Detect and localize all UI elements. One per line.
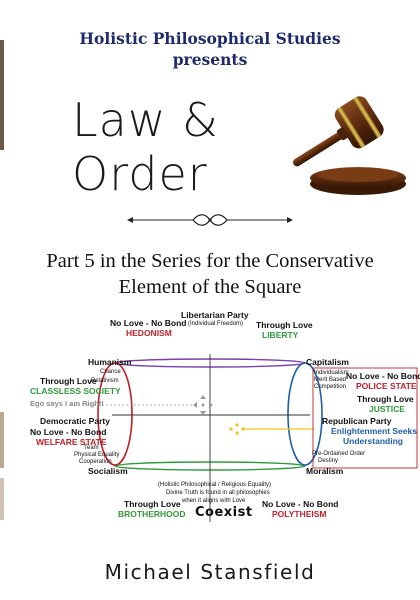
left-edge-image-strip <box>0 412 4 468</box>
socialism-label: Socialism <box>88 466 128 476</box>
publisher-presents: presents <box>172 50 248 69</box>
destiny-label: Destiny <box>318 458 339 464</box>
author-name: Michael Stansfield <box>104 560 316 584</box>
preordained-label: Pre-Ordained Order <box>312 451 366 457</box>
political-square-diagram: No Love - No Bond HEDONISM Libertarian P… <box>0 306 420 548</box>
left-edge-image-strip <box>0 478 4 520</box>
publisher-name: Holistic Philosophical Studies <box>79 29 341 48</box>
justice-label: JUSTICE <box>369 404 405 414</box>
holistic-equality-label: (Holistic Philosophical / Religious Equa… <box>158 482 272 488</box>
republican-party-label: Republican Party <box>322 416 392 426</box>
relativism-label: Relativism <box>91 378 119 384</box>
bottom-left-through-love-label: Through Love <box>124 499 181 509</box>
merit-based-label: Merit Based <box>314 377 347 383</box>
decorative-divider <box>127 214 293 226</box>
diagram-lines <box>70 354 418 522</box>
left-through-love-label: Through Love <box>40 376 97 386</box>
individualism-label: Individualism <box>314 370 349 376</box>
publisher-heading: Holistic Philosophical Studies presents <box>0 28 420 70</box>
democratic-party-label: Democratic Party <box>40 416 110 426</box>
team-label: Team <box>84 445 99 451</box>
book-subtitle: Part 5 in the Series for the Conservativ… <box>6 248 414 300</box>
humanism-label: Humanism <box>88 357 132 367</box>
understanding-label: Understanding <box>343 436 403 446</box>
competition-label: Competition <box>314 384 347 390</box>
welfare-no-love-label: No Love - No Bond <box>30 427 107 437</box>
moralism-label: Moralism <box>306 466 344 476</box>
brotherhood-label: BROTHERHOOD <box>118 509 186 519</box>
aligns-with-love-label: when it aligns with Love <box>182 498 246 504</box>
police-state-label: POLICE STATE <box>356 381 417 391</box>
libertarian-party-label: Libertarian Party <box>181 310 249 320</box>
liberty-label: LIBERTY <box>262 330 299 340</box>
cooperation-label: Cooperation <box>79 459 112 465</box>
hedonism-label: HEDONISM <box>126 328 172 338</box>
left-edge-image-strip <box>0 40 4 150</box>
police-no-love-label: No Love - No Bond <box>346 371 420 381</box>
polytheism-label: POLYTHEISM <box>272 509 327 519</box>
divine-truth-label: Divine Truth is found in all philosophie… <box>166 490 270 496</box>
book-title-line2: Order <box>72 147 208 201</box>
welfare-state-label: WELFARE STATE <box>36 437 107 447</box>
physical-equality-label: Physical Equality <box>74 452 120 458</box>
book-title-line1: Law & <box>72 93 219 147</box>
gavel-illustration <box>292 96 406 195</box>
subtitle-line2: Element of the Square <box>118 276 302 298</box>
bottom-right-no-love-label: No Love - No Bond <box>262 499 339 509</box>
capitalism-label: Capitalism <box>306 357 349 367</box>
top-right-through-love-label: Through Love <box>256 320 313 330</box>
subtitle-line1: Part 5 in the Series for the Conservativ… <box>46 250 374 272</box>
top-left-no-love-label: No Love - No Bond <box>110 318 187 328</box>
chance-label: Chance <box>100 369 121 375</box>
classless-society-label: CLASSLESS SOCIETY <box>30 386 121 396</box>
justice-through-love-label: Through Love <box>357 394 414 404</box>
enlightenment-label: Enlightenment Seeks <box>331 426 417 436</box>
coexist-logo: Coexist <box>195 505 253 520</box>
individual-freedom-label: (Individual Freedom) <box>188 321 244 327</box>
ego-label: Ego says I am Right! <box>30 399 104 408</box>
